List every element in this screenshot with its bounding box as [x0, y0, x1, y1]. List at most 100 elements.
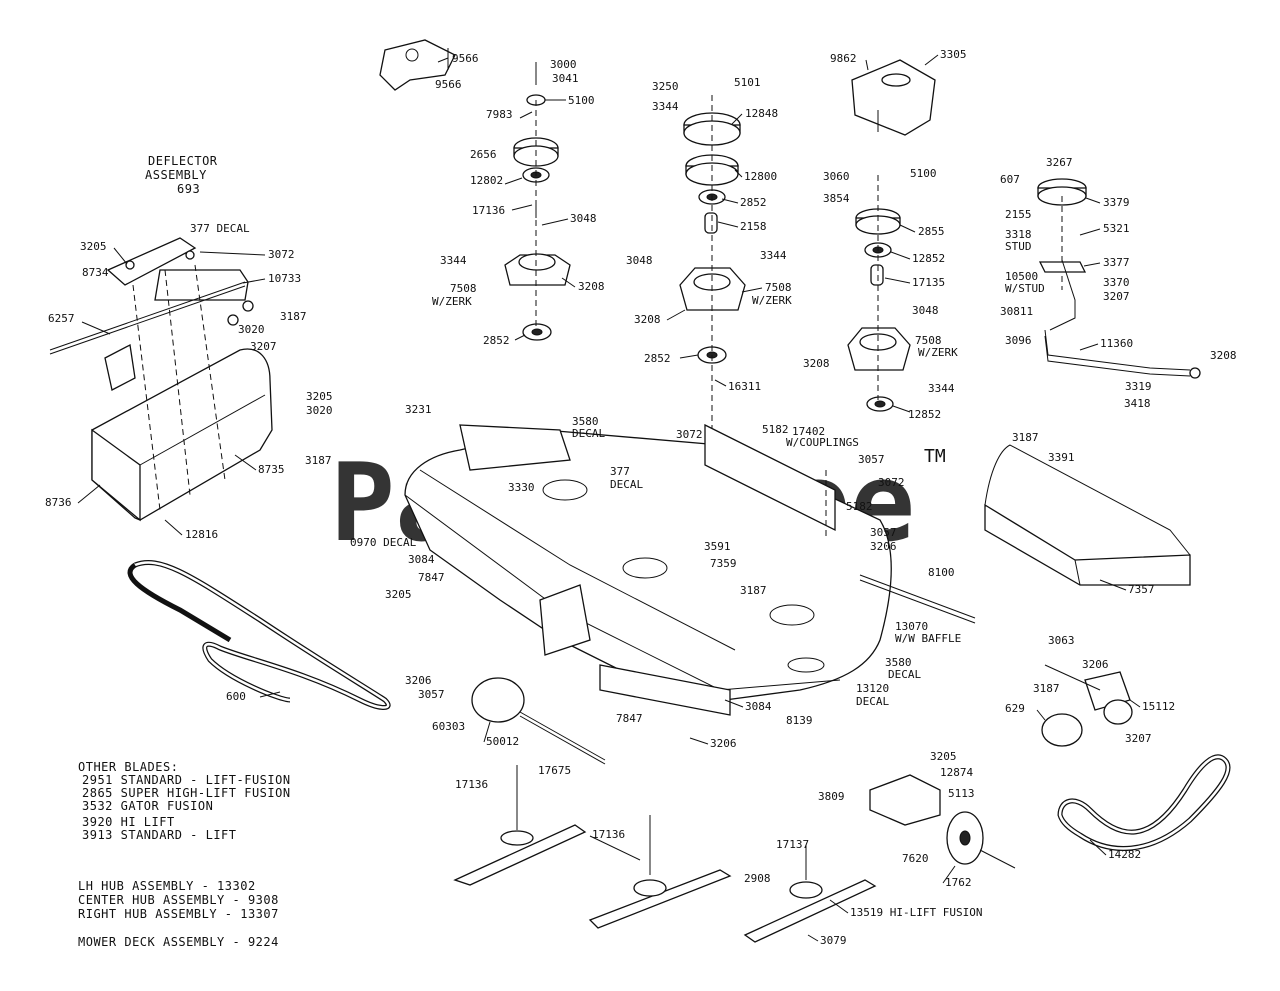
callout-label[interactable]: 3084 [408, 553, 435, 566]
callout-label[interactable]: 3207 [1125, 732, 1152, 745]
belt-left[interactable] [127, 559, 391, 710]
callout-label[interactable]: 5100 [568, 94, 595, 107]
callout-label[interactable]: 2155 [1005, 208, 1032, 221]
callout-label[interactable]: 3187 [1033, 682, 1060, 695]
callout-label[interactable]: 3208 [578, 280, 605, 293]
callout-label[interactable]: 7983 [486, 108, 513, 121]
callout-label[interactable]: 2656 [470, 148, 497, 161]
callout-label[interactable]: 15112 [1142, 700, 1175, 713]
callout-label[interactable]: 3041 [552, 72, 579, 85]
top-bracket-part[interactable] [379, 39, 456, 91]
callout-label[interactable]: 3391 [1048, 451, 1075, 464]
callout-label[interactable]: 12874 [940, 766, 973, 779]
callout-label[interactable]: 3072 [268, 248, 295, 261]
callout-label[interactable]: 5182 [762, 423, 789, 436]
callout-label[interactable]: 3854 [823, 192, 850, 205]
left-spindle-stack[interactable] [504, 62, 571, 341]
callout-label[interactable]: 3205 [306, 390, 333, 403]
right-baffle-wall[interactable] [984, 444, 1191, 586]
callout-label[interactable]: 3060 [823, 170, 850, 183]
callout-label[interactable]: 3084 [745, 700, 772, 713]
callout-label[interactable]: 2158 [740, 220, 767, 233]
callout-label[interactable]: 17402 [792, 425, 825, 438]
callout-label[interactable]: 8736 [45, 496, 72, 509]
callout-label[interactable]: 3418 [1124, 397, 1151, 410]
callout-label[interactable]: 3319 [1125, 380, 1152, 393]
callout-label[interactable]: 13070 [895, 620, 928, 633]
callout-label[interactable]: 9566 [435, 78, 462, 91]
callout-label[interactable]: 3187 [305, 454, 332, 467]
callout-label[interactable]: 3187 [1012, 431, 1039, 444]
callout-label[interactable]: 3344 [652, 100, 679, 113]
callout-label[interactable]: W/ZERK [752, 294, 792, 307]
callout-label[interactable]: 60303 [432, 720, 465, 733]
center-spindle-stack[interactable] [679, 95, 746, 440]
callout-label[interactable]: 629 [1005, 702, 1025, 715]
callout-label[interactable]: 3344 [440, 254, 467, 267]
callout-label[interactable]: 3330 [508, 481, 535, 494]
callout-label[interactable]: 13519 HI-LIFT FUSION [850, 906, 982, 919]
callout-label[interactable]: 3580 [885, 656, 912, 669]
callout-label[interactable]: 3206 [405, 674, 432, 687]
callout-label[interactable]: 11360 [1100, 337, 1133, 350]
callout-label[interactable]: 3208 [634, 313, 661, 326]
callout-label[interactable]: 3208 [1210, 349, 1237, 362]
callout-label[interactable]: W/ZERK [918, 346, 958, 359]
blade-center[interactable] [588, 815, 732, 929]
callout-label[interactable]: 3072 [878, 476, 905, 489]
callout-label[interactable]: 3057 [870, 526, 897, 539]
blade-right[interactable] [743, 845, 877, 943]
callout-label[interactable]: 377 DECAL [190, 222, 250, 235]
callout-label[interactable]: 5100 [910, 167, 937, 180]
callout-label[interactable]: 3206 [1082, 658, 1109, 671]
callout-label[interactable]: 3206 [710, 737, 737, 750]
callout-label[interactable]: 3057 [418, 688, 445, 701]
callout-label[interactable]: 3205 [930, 750, 957, 763]
callout-label[interactable]: 17137 [776, 838, 809, 851]
callout-label[interactable]: 3079 [820, 934, 847, 947]
callout-label[interactable]: 2855 [918, 225, 945, 238]
callout-label[interactable]: 7847 [616, 712, 643, 725]
callout-label[interactable]: 3187 [740, 584, 767, 597]
callout-label[interactable]: 17136 [455, 778, 488, 791]
callout-label[interactable]: DECAL [856, 695, 889, 708]
callout-label[interactable]: 8100 [928, 566, 955, 579]
callout-label[interactable]: 17136 [472, 204, 505, 217]
idler-pulley-arm[interactable] [1037, 178, 1201, 379]
callout-label[interactable]: 17675 [538, 764, 571, 777]
callout-label[interactable]: 17136 [592, 828, 625, 841]
right-spindle-stack[interactable] [847, 175, 911, 412]
callout-label[interactable]: 7357 [1128, 583, 1155, 596]
mower-deck-body[interactable] [404, 423, 976, 716]
callout-label[interactable]: 3020 [306, 404, 333, 417]
callout-label[interactable]: 50012 [486, 735, 519, 748]
callout-label[interactable]: 3048 [570, 212, 597, 225]
callout-label[interactable]: 12848 [745, 107, 778, 120]
center-roller-assembly[interactable] [471, 677, 606, 765]
callout-label[interactable]: 3048 [912, 304, 939, 317]
idler-bracket-housing[interactable] [851, 59, 936, 136]
callout-label[interactable]: 3318 [1005, 228, 1032, 241]
anti-scalp-wheel-right[interactable] [1041, 664, 1133, 747]
callout-label[interactable]: 3267 [1046, 156, 1073, 169]
callout-label[interactable]: 3250 [652, 80, 679, 93]
callout-label[interactable]: 7508 [765, 281, 792, 294]
callout-label[interactable]: 8734 [82, 266, 109, 279]
callout-label[interactable]: STUD [1005, 240, 1032, 253]
callout-label[interactable]: W/COUPLINGS [786, 436, 859, 449]
belt-right[interactable] [1057, 754, 1231, 851]
callout-label[interactable]: W/ZERK [432, 295, 472, 308]
callout-label[interactable]: 12852 [908, 408, 941, 421]
callout-label[interactable]: 607 [1000, 173, 1020, 186]
callout-label[interactable]: 3063 [1048, 634, 1075, 647]
callout-label[interactable]: 12852 [912, 252, 945, 265]
callout-label[interactable]: 3072 [676, 428, 703, 441]
callout-label[interactable]: 3208 [803, 357, 830, 370]
callout-label[interactable]: DECAL [572, 427, 605, 440]
callout-label[interactable]: 13120 [856, 682, 889, 695]
callout-label[interactable]: 600 [226, 690, 246, 703]
callout-label[interactable]: 3048 [626, 254, 653, 267]
callout-label[interactable]: 16311 [728, 380, 761, 393]
callout-label[interactable]: 377 [610, 465, 630, 478]
callout-label[interactable]: 3344 [760, 249, 787, 262]
